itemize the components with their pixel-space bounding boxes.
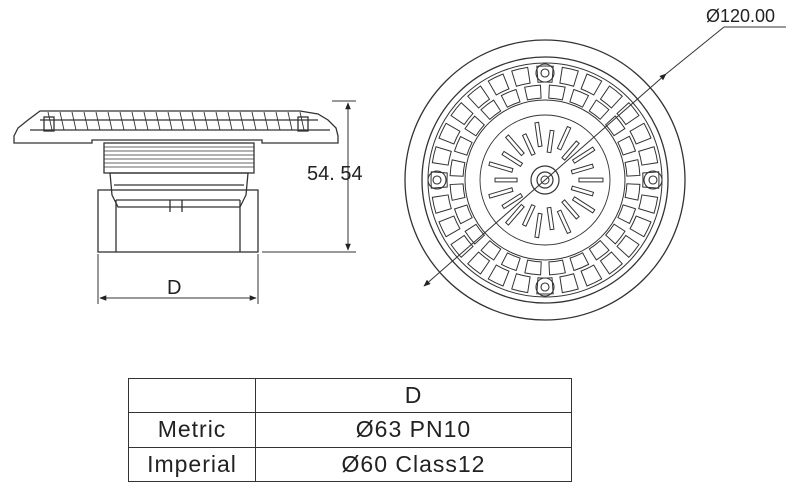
grille-cell: [524, 259, 542, 276]
radial-slot: [570, 163, 595, 175]
radial-slot: [504, 134, 525, 157]
grille-cell: [511, 273, 531, 294]
grille-cell: [624, 159, 641, 177]
radial-slot: [546, 129, 555, 154]
radial-slot: [556, 125, 572, 151]
height-dimension: [262, 100, 356, 253]
grille-cell: [580, 73, 603, 96]
table-header-empty: [128, 377, 256, 414]
radial-slot: [578, 177, 604, 183]
grille-cell: [638, 146, 659, 166]
grille-cell: [431, 146, 452, 166]
radial-slot: [546, 206, 555, 231]
grille-cell: [431, 194, 452, 214]
grille-cell: [438, 215, 461, 238]
diameter-dimension: [423, 26, 786, 287]
grille-cell: [629, 215, 652, 238]
radial-slot: [570, 185, 595, 197]
dimension-table: D Metric Ø63 PN10 Imperial Ø60 Class12: [128, 377, 572, 483]
grille-cell: [449, 183, 466, 201]
grille-cell: [449, 159, 466, 177]
radial-slot: [488, 161, 514, 173]
height-dimension-label: 54. 54: [307, 163, 363, 185]
grille-cell: [638, 194, 659, 214]
radial-slot: [534, 121, 543, 148]
table-row-label: Imperial: [128, 446, 256, 483]
diameter-dimension-label: Ø120.00: [706, 6, 775, 26]
radial-slot: [504, 203, 525, 226]
table-row-value: Ø63 PN10: [255, 412, 572, 448]
table-row: Metric Ø63 PN10: [128, 412, 572, 448]
table-row-value: Ø60 Class12: [255, 446, 572, 483]
width-dimension: [97, 254, 259, 304]
grille-cell: [559, 66, 579, 87]
table-row: Imperial Ø60 Class12: [128, 446, 572, 483]
radial-slot: [494, 177, 518, 183]
grille-cell: [580, 264, 603, 287]
table-header-d: D: [255, 377, 572, 414]
grille-cell: [548, 259, 566, 276]
grille-cell: [438, 122, 461, 145]
table-header-row: D: [128, 377, 572, 414]
grille-cell: [487, 73, 510, 96]
radial-slot: [571, 196, 596, 214]
grille-cell: [629, 122, 652, 145]
radial-slot: [521, 203, 536, 227]
grille-cell: [548, 84, 566, 101]
radial-slots: [488, 121, 604, 239]
width-dimension-label: D: [167, 277, 181, 299]
grille-cell: [624, 183, 641, 201]
grille-cell: [511, 66, 531, 87]
radial-slot: [488, 187, 514, 199]
radial-slot: [571, 146, 596, 164]
radial-slot: [556, 209, 572, 235]
side-view: [13, 110, 339, 253]
grille-cell: [524, 84, 542, 101]
radial-slot: [521, 133, 536, 157]
radial-slot: [534, 212, 543, 239]
table-row-label: Metric: [128, 412, 256, 448]
grille-cell: [487, 264, 510, 287]
grille-cell: [559, 273, 579, 294]
